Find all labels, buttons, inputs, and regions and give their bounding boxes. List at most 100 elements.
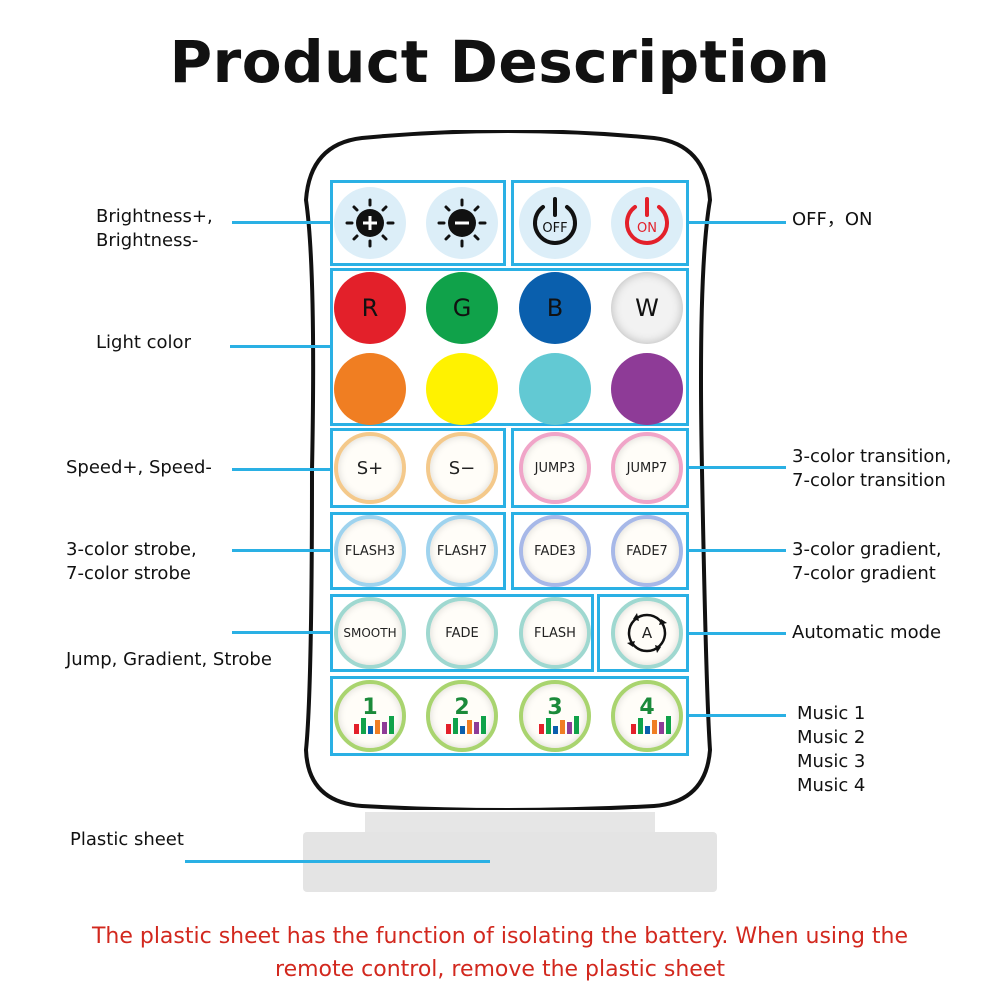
automatic-label: Automatic mode: [792, 622, 942, 643]
gradient-leader: [689, 549, 786, 552]
on-label: ON: [637, 221, 657, 236]
smooth-button[interactable]: SMOOTH: [334, 597, 406, 669]
flash-button[interactable]: FLASH: [519, 597, 591, 669]
fade-label: FADE: [445, 625, 479, 641]
remote-control: [302, 130, 714, 810]
brightness-up-button[interactable]: [334, 187, 406, 259]
gradient-label-line2: 7-color gradient: [792, 563, 936, 584]
brightness-frame: [330, 180, 506, 266]
music-frame: [330, 676, 689, 756]
plastic-sheet-leader: [185, 860, 490, 863]
speed-leader: [232, 468, 330, 471]
music-number: 3: [547, 694, 563, 720]
brightness-down-button[interactable]: [426, 187, 498, 259]
sun-minus-icon: [437, 198, 487, 248]
smooth-label: SMOOTH: [343, 626, 397, 640]
color-button-w[interactable]: W: [611, 272, 683, 344]
power-on-icon: [625, 197, 669, 245]
on-button[interactable]: ON: [611, 187, 683, 259]
speed-down-button[interactable]: S−: [426, 432, 498, 504]
music-label-1: Music 1: [797, 703, 866, 724]
fade3-label: FADE3: [534, 543, 576, 559]
music-label-2: Music 2: [797, 727, 866, 748]
equalizer-icon: [446, 716, 486, 734]
off-button[interactable]: OFF: [519, 187, 591, 259]
jump-frame: [511, 428, 689, 508]
music-4-button[interactable]: 4: [611, 680, 683, 752]
gradient-label: 3-color gradient, 7-color gradient: [792, 538, 942, 586]
speed-up-label: S+: [356, 457, 384, 479]
music-number: 4: [639, 694, 655, 720]
jump7-label: JUMP7: [626, 460, 668, 476]
brightness-leader: [232, 221, 330, 224]
flash7-button[interactable]: FLASH7: [426, 515, 498, 587]
speed-label: Speed+, Speed-: [66, 457, 212, 478]
brightness-label: Brightness+, Brightness-: [96, 205, 213, 253]
color-button-label: W: [635, 294, 659, 322]
speed-up-button[interactable]: S+: [334, 432, 406, 504]
fade-button[interactable]: FADE: [426, 597, 498, 669]
power-frame: [511, 180, 689, 266]
strobe-label-line2: 7-color strobe: [66, 563, 191, 584]
music-label-4: Music 4: [797, 775, 866, 796]
speed-down-label: S−: [448, 457, 476, 479]
color-button-r[interactable]: R: [334, 272, 406, 344]
music-3-button[interactable]: 3: [519, 680, 591, 752]
fade3-button[interactable]: FADE3: [519, 515, 591, 587]
color-button-label: G: [452, 294, 472, 322]
power-off-icon: [533, 197, 577, 245]
music-2-button[interactable]: 2: [426, 680, 498, 752]
color-frame: [330, 268, 689, 426]
jump-leader: [232, 631, 330, 634]
strobe-label: 3-color strobe, 7-color strobe: [66, 538, 197, 586]
brightness-label-line1: Brightness+,: [96, 206, 213, 227]
music-leader: [689, 714, 786, 717]
light-color-label: Light color: [96, 332, 191, 353]
equalizer-icon: [354, 716, 394, 734]
jump7-button[interactable]: JUMP7: [611, 432, 683, 504]
color-button-8[interactable]: [611, 353, 683, 425]
transition-label-line2: 7-color transition: [792, 470, 946, 491]
sun-plus-icon: [345, 198, 395, 248]
color-button-label: R: [361, 294, 379, 322]
fade7-label: FADE7: [626, 543, 668, 559]
transition-leader: [689, 466, 786, 469]
jump-label: Jump, Gradient, Strobe: [66, 649, 272, 670]
automatic-leader: [689, 632, 786, 635]
plastic-sheet-label: Plastic sheet: [70, 829, 184, 850]
auto-label: A: [641, 624, 653, 642]
off-on-label: OFF，ON: [792, 209, 873, 230]
auto-mode-button[interactable]: A: [611, 597, 683, 669]
color-button-b[interactable]: B: [519, 272, 591, 344]
light-color-leader: [230, 345, 330, 348]
transition-label: 3-color transition, 7-color transition: [792, 445, 951, 493]
flash3-button[interactable]: FLASH3: [334, 515, 406, 587]
mode-frame: [330, 594, 594, 672]
off-label: OFF: [542, 221, 568, 236]
color-button-7[interactable]: [519, 353, 591, 425]
auto-frame: [597, 594, 689, 672]
color-button-5[interactable]: [334, 353, 406, 425]
cycle-arrows-icon: [627, 613, 667, 653]
brightness-label-line2: Brightness-: [96, 230, 199, 251]
speed-frame: [330, 428, 506, 508]
fade-frame: [511, 512, 689, 590]
equalizer-icon: [539, 716, 579, 734]
jump3-button[interactable]: JUMP3: [519, 432, 591, 504]
flash7-label: FLASH7: [436, 543, 488, 559]
strobe-leader: [232, 549, 330, 552]
music-number: 1: [362, 694, 378, 720]
gradient-label-line1: 3-color gradient,: [792, 539, 942, 560]
flash3-label: FLASH3: [344, 543, 396, 559]
strobe-label-line1: 3-color strobe,: [66, 539, 197, 560]
flash-frame: [330, 512, 506, 590]
jump3-label: JUMP3: [534, 460, 576, 476]
music-number: 2: [454, 694, 470, 720]
color-button-6[interactable]: [426, 353, 498, 425]
color-button-label: B: [546, 294, 564, 322]
battery-note: The plastic sheet has the function of is…: [91, 924, 909, 982]
color-button-g[interactable]: G: [426, 272, 498, 344]
transition-label-line1: 3-color transition,: [792, 446, 952, 467]
fade7-button[interactable]: FADE7: [611, 515, 683, 587]
music-1-button[interactable]: 1: [334, 680, 406, 752]
